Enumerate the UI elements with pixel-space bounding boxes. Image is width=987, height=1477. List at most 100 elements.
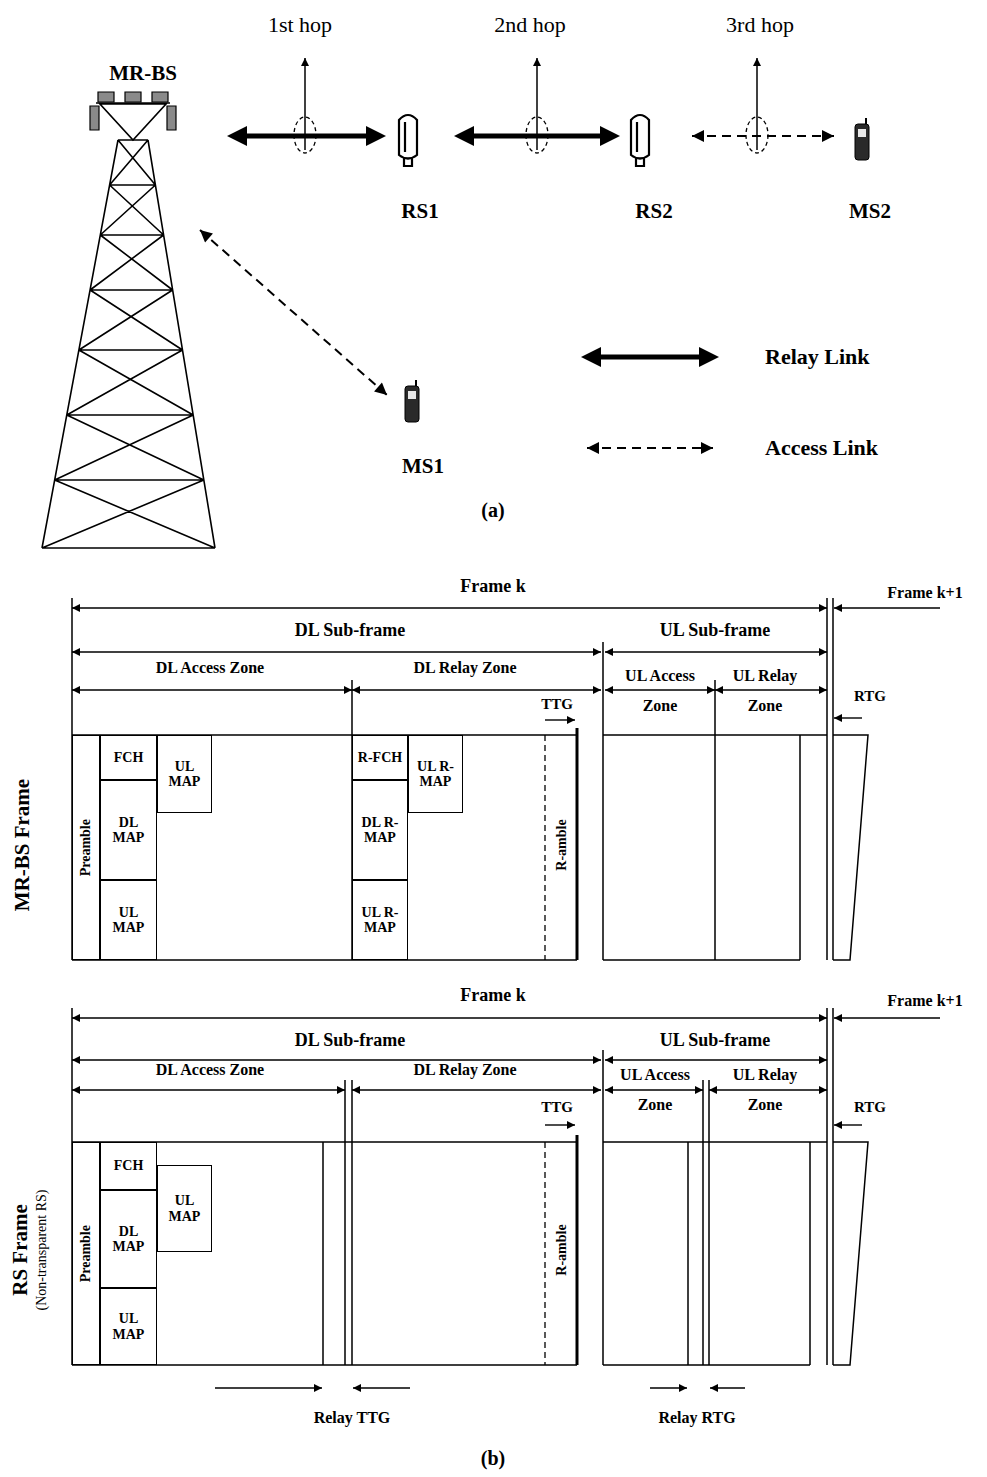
zone-label: UL Relay Zone bbox=[718, 661, 813, 721]
frame-outline bbox=[72, 1008, 868, 1365]
dimension-arrow bbox=[834, 1124, 862, 1125]
label-slot: RTG bbox=[854, 688, 886, 705]
hop-label: 2nd hop bbox=[494, 12, 566, 37]
gap-label: RTG bbox=[854, 688, 886, 705]
label-slot: Frame k+1 bbox=[887, 992, 962, 1010]
dimension-arrow bbox=[709, 1089, 827, 1090]
zone-label: DL Access Zone bbox=[156, 659, 264, 677]
map-field: DL MAP bbox=[100, 1190, 157, 1288]
node-label: DL R-MAP bbox=[355, 815, 405, 846]
node-label: UL MAP bbox=[104, 905, 154, 936]
tower-lattice bbox=[42, 140, 215, 548]
map-field: DL R-MAP bbox=[352, 780, 408, 880]
node-label: MS2 bbox=[849, 200, 891, 223]
zone-label: UL Relay Zone bbox=[718, 1060, 813, 1120]
gap-label: RTG bbox=[854, 1099, 886, 1116]
label-slot: UL Access Zone bbox=[613, 661, 708, 721]
dimension-label: Frame k bbox=[460, 985, 525, 1006]
label-slot: DL Access Zone bbox=[156, 659, 264, 677]
label-slot: (b) bbox=[481, 1447, 505, 1470]
map-field: UL MAP bbox=[100, 880, 157, 960]
dimension-arrow bbox=[715, 689, 827, 690]
node-label: RS2 bbox=[635, 200, 672, 223]
frame-outline bbox=[72, 598, 868, 960]
dimension-arrow bbox=[650, 1387, 687, 1388]
node-label: DL MAP bbox=[104, 815, 154, 846]
frame-subtitle: (Non-transparent RS) bbox=[34, 1190, 50, 1311]
node-label: MR-BS bbox=[109, 62, 177, 85]
node-label: UL MAP bbox=[160, 759, 210, 790]
frame-title: RS Frame bbox=[8, 1204, 32, 1296]
map-field: UL MAP bbox=[157, 735, 212, 813]
label-slot: DL Relay Zone bbox=[413, 1061, 516, 1079]
dimension-arrow bbox=[72, 607, 827, 608]
frame-title: MR-BS Frame bbox=[10, 779, 34, 911]
label-slot: UL Sub-frame bbox=[660, 620, 771, 641]
dimension-arrow bbox=[72, 651, 601, 652]
access-link bbox=[692, 135, 834, 137]
label-slot: UL Sub-frame bbox=[660, 1030, 771, 1051]
mobile-phone-icon bbox=[405, 386, 419, 422]
node-label: UL R-MAP bbox=[355, 905, 405, 936]
node-label: MS1 bbox=[402, 455, 444, 478]
node-label: UL MAP bbox=[104, 1311, 154, 1342]
label-slot: (a) bbox=[481, 499, 504, 522]
label-slot: 3rd hop bbox=[726, 12, 794, 37]
access-link bbox=[200, 230, 387, 395]
label-slot: TTG bbox=[541, 1099, 573, 1116]
relay-link-sample bbox=[587, 355, 713, 360]
label-slot: Relay TTG bbox=[314, 1409, 391, 1427]
node-label: UL R-MAP bbox=[411, 759, 461, 790]
fch-field: FCH bbox=[100, 735, 157, 780]
label-slot: (Non-transparent RS) bbox=[34, 1190, 50, 1311]
dimension-label: DL Sub-frame bbox=[295, 1030, 406, 1051]
map-field: UL R-MAP bbox=[408, 735, 463, 813]
label-slot: 2nd hop bbox=[494, 12, 566, 37]
label-slot: R-amble bbox=[554, 819, 570, 870]
label-slot: Frame k bbox=[460, 576, 525, 597]
dimension-arrow bbox=[72, 1059, 601, 1060]
label-slot: 1st hop bbox=[268, 12, 332, 37]
zone-label: DL Relay Zone bbox=[413, 659, 516, 677]
label-slot: UL Access Zone bbox=[608, 1060, 703, 1120]
access-link-sample bbox=[587, 447, 713, 449]
relay-link bbox=[460, 134, 614, 139]
gap-label: Relay RTG bbox=[658, 1409, 735, 1427]
dimension-label: Frame k bbox=[460, 576, 525, 597]
label-slot: UL Relay Zone bbox=[718, 661, 813, 721]
map-field: DL MAP bbox=[100, 780, 157, 880]
node-label: FCH bbox=[114, 750, 144, 765]
mobile-station: MS2 bbox=[840, 110, 900, 225]
phone-screen bbox=[408, 391, 416, 399]
phone-antenna bbox=[865, 118, 867, 124]
relay-station: RS2 bbox=[622, 100, 686, 225]
node-label: R-FCH bbox=[358, 750, 402, 765]
dimension-label: UL Sub-frame bbox=[660, 620, 771, 641]
r-amble-label: R-amble bbox=[554, 1224, 570, 1275]
dimension-arrow bbox=[352, 689, 601, 690]
dimension-arrow bbox=[834, 607, 940, 608]
dimension-arrow bbox=[605, 651, 827, 652]
map-field: UL R-MAP bbox=[352, 880, 408, 960]
map-field: UL MAP bbox=[100, 1288, 157, 1365]
r-amble-line bbox=[544, 1142, 545, 1365]
dimension-arrow bbox=[605, 1089, 703, 1090]
relay-station: RS1 bbox=[388, 100, 452, 225]
dimension-arrow bbox=[545, 719, 575, 720]
relay-station-icon bbox=[399, 115, 417, 166]
label-slot: Frame k bbox=[460, 985, 525, 1006]
fch-field: FCH bbox=[100, 1142, 157, 1190]
dimension-arrow bbox=[710, 1387, 745, 1388]
label-slot: RS Frame bbox=[8, 1204, 32, 1296]
legend-sample-group bbox=[587, 357, 713, 448]
dimension-arrow bbox=[834, 1017, 940, 1018]
hop-label: 1st hop bbox=[268, 12, 332, 37]
subfigure-label: (b) bbox=[481, 1447, 505, 1470]
map-field: UL MAP bbox=[157, 1165, 212, 1252]
hop-label: 3rd hop bbox=[726, 12, 794, 37]
node-label: UL MAP bbox=[160, 1193, 210, 1224]
label-slot: MR-BS Frame bbox=[10, 779, 34, 911]
dimension-label: UL Sub-frame bbox=[660, 1030, 771, 1051]
legend-entry: Access Link bbox=[765, 435, 878, 460]
